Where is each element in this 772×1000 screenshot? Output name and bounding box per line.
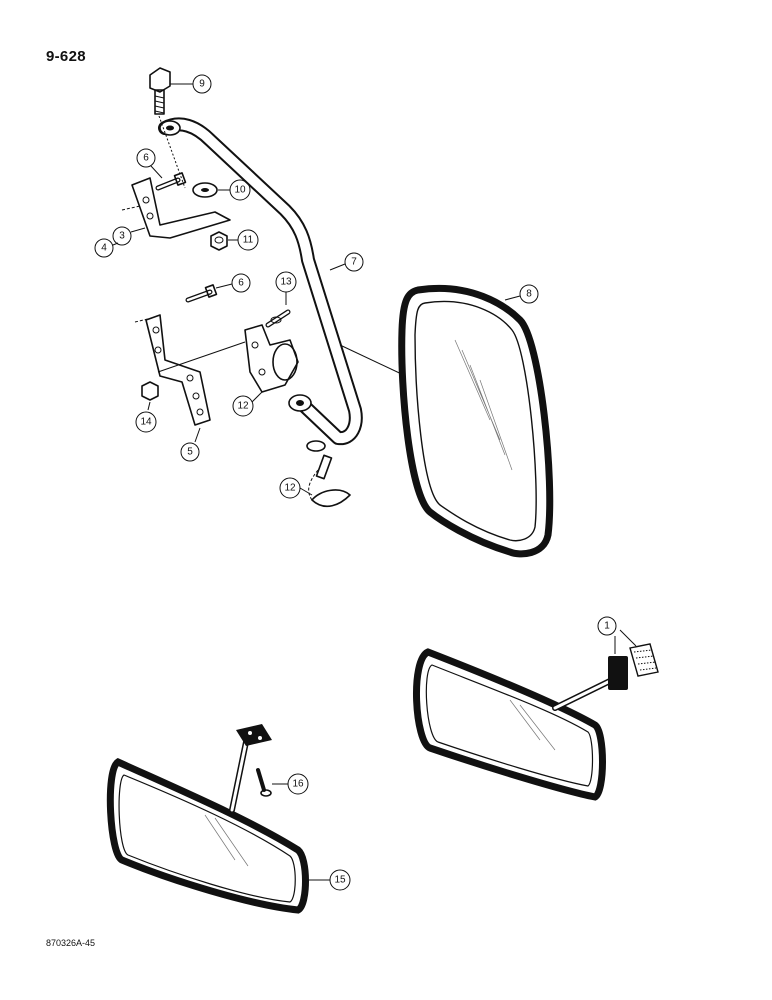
callout-15: 15 xyxy=(334,875,346,886)
callout-13: 13 xyxy=(280,277,292,288)
callout-6a: 6 xyxy=(143,153,149,164)
callout-16: 16 xyxy=(292,779,304,790)
callout-1-circle xyxy=(597,616,617,636)
mirror-arm xyxy=(158,117,411,446)
callouts: 9 6 10 3 4 11 7 6 13 8 xyxy=(94,74,617,891)
callout-12b-circle xyxy=(279,477,301,499)
rear-mirror-left xyxy=(106,724,309,914)
callout-12a: 12 xyxy=(237,401,249,412)
document-code: 870326A-45 xyxy=(46,938,96,948)
callout-1: 1 xyxy=(604,621,610,632)
callout-3: 3 xyxy=(119,231,125,242)
callout-12b: 12 xyxy=(284,483,296,494)
callout-6a-circle xyxy=(136,148,156,168)
callout-11-circle xyxy=(237,229,259,251)
lower-fastener xyxy=(306,440,351,508)
callout-6b: 6 xyxy=(238,278,244,289)
callout-9-circle xyxy=(192,74,212,94)
upper-bracket xyxy=(121,172,231,239)
callout-6b-circle xyxy=(231,273,251,293)
bolt-top xyxy=(149,67,186,189)
callout-5: 5 xyxy=(187,447,193,458)
callout-4-circle xyxy=(94,238,114,258)
callout-14: 14 xyxy=(140,417,152,428)
callout-7: 7 xyxy=(351,257,357,268)
callout-5-circle xyxy=(180,442,200,462)
rear-mirror-right xyxy=(412,629,659,801)
page-number: 9-628 xyxy=(46,48,86,65)
callout-10: 10 xyxy=(234,185,246,196)
pivot-clamp xyxy=(244,309,299,393)
callout-8: 8 xyxy=(526,289,532,300)
side-mirror xyxy=(398,284,554,558)
callout-12a-circle xyxy=(232,395,254,417)
callout-11: 11 xyxy=(243,235,254,246)
callout-4: 4 xyxy=(101,243,107,254)
callout-10-circle xyxy=(229,179,251,201)
nut xyxy=(210,231,228,251)
callout-9: 9 xyxy=(199,79,205,90)
callout-14-circle xyxy=(135,411,157,433)
callout-8-circle xyxy=(519,284,539,304)
lower-bracket xyxy=(134,284,246,426)
callout-7-circle xyxy=(344,252,364,272)
callout-16-circle xyxy=(287,773,309,795)
callout-15-circle xyxy=(329,869,351,891)
washer xyxy=(192,182,218,198)
callout-13-circle xyxy=(275,271,297,293)
callout-3-circle xyxy=(112,226,132,246)
